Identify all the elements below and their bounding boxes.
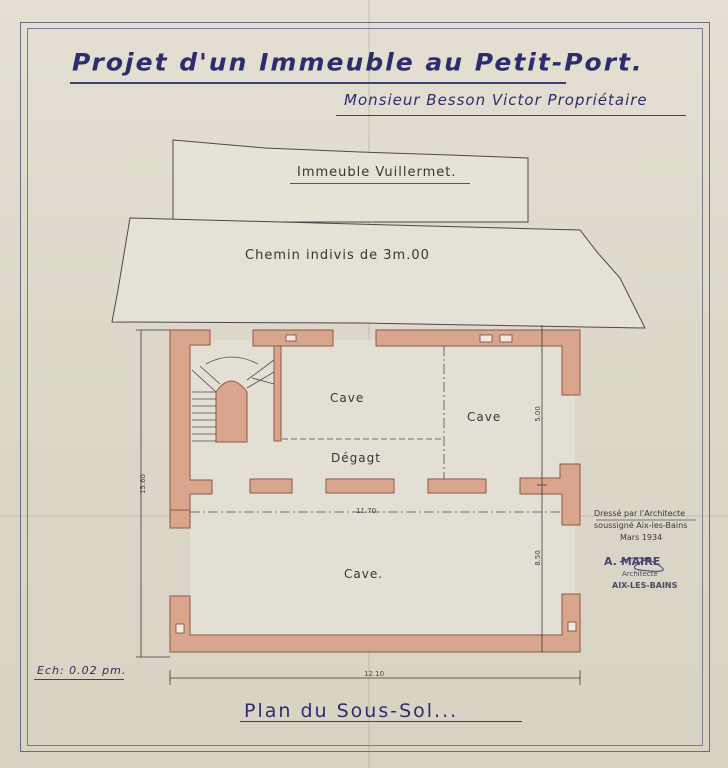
vent (499, 334, 513, 343)
plan-title-underline (240, 721, 522, 722)
vent (479, 334, 493, 343)
room-label-corridor: Dégagt (331, 451, 381, 465)
inner-border (27, 28, 703, 746)
credit-line-1: Dressé par l'Architecte (594, 509, 686, 518)
architect-credit: Dressé par l'Architecte soussigné Aix-le… (594, 508, 704, 592)
wall-left-stub (169, 509, 191, 529)
architect-signature (619, 557, 664, 572)
project-title: Projet d'un Immeuble au Petit-Port. (72, 48, 644, 77)
wall-right-middle (519, 463, 581, 526)
room-label-cave-top-left: Cave (330, 391, 365, 405)
owner-underline (336, 115, 686, 116)
scale-underline (34, 679, 124, 680)
shared-path (111, 217, 646, 329)
stair-arch (215, 380, 248, 443)
credit-date: Mars 1934 (620, 533, 663, 542)
scale-label: Ech: 0.02 pm. (37, 664, 127, 677)
plan-title: Plan du Sous-Sol... (244, 700, 459, 722)
stamp-architect-name: A. MAIRE (604, 555, 661, 568)
vent (285, 334, 297, 342)
stamp-city: AIX-LES-BAINS (612, 581, 678, 590)
room-label-cave-top-right: Cave (467, 410, 502, 424)
vent (567, 621, 577, 632)
dimension-total-width: 12.10 (364, 670, 385, 678)
outer-border (20, 22, 710, 752)
dimension-total-depth: 15.60 (139, 473, 148, 495)
neighbor-label: Immeuble Vuillermet. (297, 165, 457, 180)
title-underline (70, 82, 566, 84)
vent (175, 623, 185, 634)
bearing-wall-segment (427, 478, 487, 494)
stamp-architect-title: Architecte (622, 570, 658, 578)
wall-top-right (375, 329, 581, 396)
stair-partition (273, 345, 282, 442)
room-label-cave-bottom: Cave. (344, 567, 384, 581)
dimension-lines (136, 325, 581, 685)
path-label: Chemin indivis de 3m.00 (245, 248, 430, 263)
bearing-wall-segment (325, 478, 395, 494)
dimension-right-upper: 5.00 (533, 406, 542, 422)
credit-line-2: soussigné Aix-les-Bains (594, 521, 688, 530)
owner-line: Monsieur Besson Victor Propriétaire (344, 91, 648, 109)
wall-bottom (169, 593, 581, 653)
dimension-right-lower: 8.50 (533, 550, 542, 566)
neighbor-label-underline (290, 183, 470, 184)
neighbor-building (172, 139, 529, 223)
staircase (191, 356, 275, 442)
dimension-mid: 11.70 (356, 507, 377, 515)
bearing-wall-segment (249, 478, 293, 494)
